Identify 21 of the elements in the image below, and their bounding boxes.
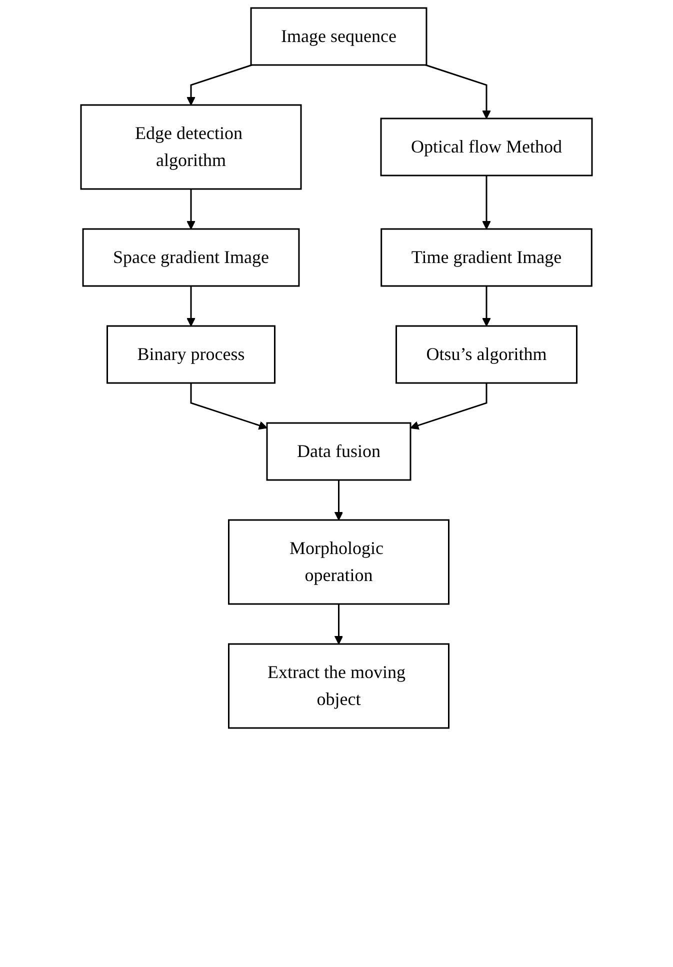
arrow <box>410 383 488 430</box>
arrow <box>186 189 196 230</box>
node-box <box>380 118 593 176</box>
node-box <box>380 228 592 287</box>
node-box <box>82 228 300 287</box>
arrow <box>334 604 344 644</box>
node-box <box>80 104 302 190</box>
node-box <box>396 325 578 384</box>
node-box <box>106 325 276 384</box>
arrow <box>334 480 344 520</box>
flowchart-diagram: Image sequence Edge detection algorithm Optical flow Method Space gradient Image Time gradient Image Binary process Otsu’s algorithm Data fusion Morphologic operation Extract the moving object <box>73 0 600 736</box>
arrow <box>425 64 491 119</box>
arrow <box>186 64 252 106</box>
arrow <box>482 286 491 326</box>
arrow <box>190 383 268 430</box>
node-box <box>266 422 412 481</box>
arrow <box>186 286 196 326</box>
node-box <box>228 643 450 729</box>
arrow <box>482 176 491 230</box>
node-box <box>228 519 450 605</box>
node-box <box>250 7 428 66</box>
